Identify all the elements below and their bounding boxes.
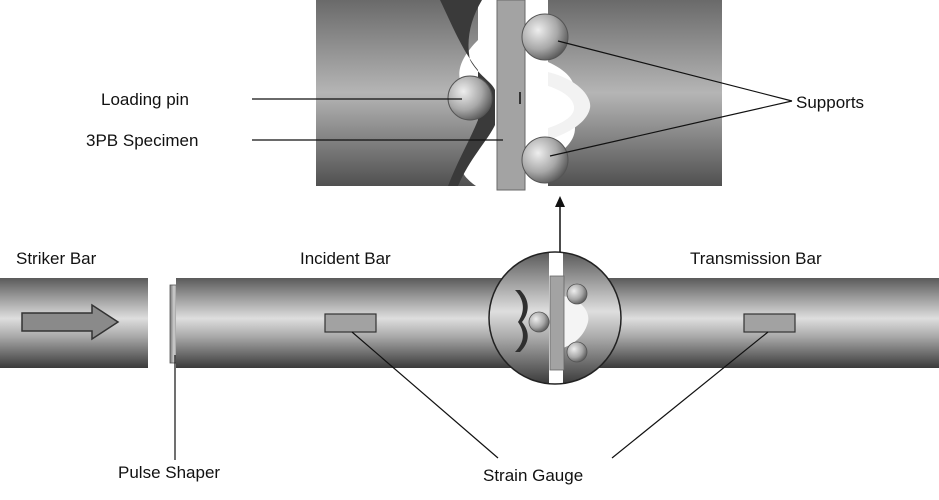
strain-gauge-transmission xyxy=(743,313,796,333)
striker-arrow-icon xyxy=(21,303,120,341)
label-3pb-specimen: 3PB Specimen xyxy=(86,131,198,150)
detail-circle xyxy=(488,251,622,385)
right-block xyxy=(548,0,722,186)
strain-gauge-incident xyxy=(324,313,377,333)
bar-assembly xyxy=(0,196,939,385)
label-striker-bar: Striker Bar xyxy=(16,249,97,268)
support-top xyxy=(521,13,569,61)
right-block-recess xyxy=(548,72,591,140)
enlarged-fixture xyxy=(316,0,722,191)
leader-lines xyxy=(174,40,793,460)
support-bottom xyxy=(521,136,569,184)
recess-inner xyxy=(548,86,574,128)
loading-pin xyxy=(447,75,493,121)
label-incident-bar: Incident Bar xyxy=(300,249,391,268)
label-loading-pin: Loading pin xyxy=(101,90,189,109)
label-supports: Supports xyxy=(796,93,864,112)
label-transmission-bar: Transmission Bar xyxy=(690,249,822,268)
label-strain-gauge: Strain Gauge xyxy=(483,466,583,485)
label-pulse-shaper: Pulse Shaper xyxy=(118,463,220,482)
zoom-arrow-icon xyxy=(555,196,565,207)
